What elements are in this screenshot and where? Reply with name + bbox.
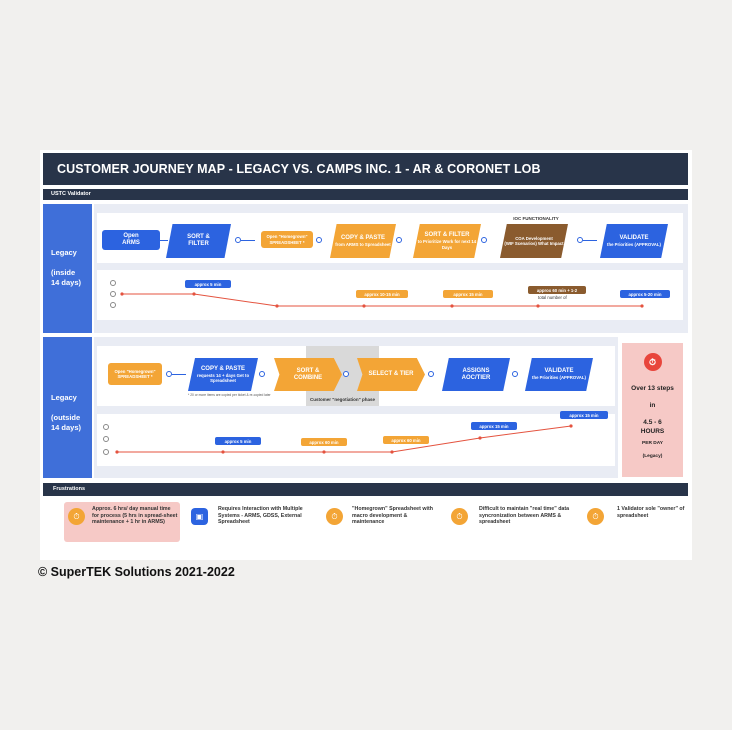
timeline-row-outside — [97, 414, 615, 466]
validator-bar: USTC Validator — [43, 189, 688, 200]
flow-node — [166, 371, 172, 377]
flow-node — [481, 237, 487, 243]
frustration-text: Requires Interaction with Multiple Syste… — [218, 506, 303, 525]
frustration-text: Difficult to maintain "real time" data s… — [479, 506, 570, 525]
emotion-line-inside — [120, 292, 644, 308]
sad-face-icon — [110, 302, 116, 308]
copy-paste-note: * 20 or more items are copied per ticket… — [188, 393, 271, 397]
time-badge: approx 5-20 min — [620, 290, 670, 298]
frustrations-bar: Frustrations — [43, 483, 688, 496]
frustration-text: "Homegrown" Spreadsheet with macro devel… — [352, 506, 433, 525]
time-note: total number of — [538, 295, 567, 300]
negotiation-label: Customer "negotiation" phase — [309, 397, 376, 402]
time-badge: approx 10-15 min — [356, 290, 408, 298]
system-icon: ▣ — [191, 508, 208, 525]
summary-steps: Over 13 steps — [631, 385, 674, 392]
step-sort-combine: SORT &COMBINE — [274, 358, 342, 391]
flow-node — [235, 237, 241, 243]
flow-node — [316, 237, 322, 243]
time-badge: approx 5 min — [185, 280, 231, 288]
stopwatch-icon: ⏱ — [451, 508, 468, 525]
frustration-highlight — [64, 502, 180, 542]
lane-label-outside: Legacy (outside 14 days) — [43, 337, 92, 478]
flow-node — [343, 371, 349, 377]
time-badge: approx 60 min + 1-2 — [528, 286, 586, 294]
flow-node — [512, 371, 518, 377]
emotion-line-outside — [115, 424, 573, 454]
flow-arrow — [160, 240, 168, 241]
time-badge: approx 15 min — [471, 422, 517, 430]
summary-box: ⏱ Over 13 steps in 4.5 - 6 HOURS PER DAY… — [622, 343, 683, 477]
neutral-face-icon — [103, 436, 109, 442]
summary-legacy: (Legacy) — [642, 454, 663, 459]
step-sort-filter: SORT &FILTER — [166, 224, 231, 258]
copyright: © SuperTEK Solutions 2021-2022 — [38, 565, 235, 579]
time-badge: approx 5 min — [215, 437, 261, 445]
neutral-face-icon — [110, 291, 116, 297]
flow-arrow — [583, 240, 597, 241]
step-open-homegrown: Open "Homegrown"SPREADSHEET * — [261, 231, 313, 248]
stopwatch-icon: ⏱ — [326, 508, 343, 525]
summary-in: in — [649, 402, 656, 409]
happy-face-icon — [110, 280, 116, 286]
lane-label-inside: Legacy (inside 14 days) — [43, 204, 92, 333]
time-badge: approx 15 min — [443, 290, 493, 298]
flow-node — [577, 237, 583, 243]
ioc-label: IOC FUNCTIONALITY — [513, 216, 559, 221]
time-badge: approx 60 min — [383, 436, 429, 444]
stopwatch-icon: ⏱ — [68, 508, 85, 525]
step-coa-development: COA Development(WIF Scenarios) What Impa… — [500, 224, 568, 258]
summary-hours-range: 4.5 - 6 — [643, 419, 662, 426]
flow-node — [259, 371, 265, 377]
happy-face-icon — [103, 424, 109, 430]
step-select-tier: SELECT & TIER — [357, 358, 425, 391]
page-title: CUSTOMER JOURNEY MAP - LEGACY VS. CAMPS … — [43, 153, 688, 185]
frustration-text: Approx. 6 hrs/ day manual time for proce… — [92, 506, 178, 525]
summary-hours: HOURS — [640, 428, 665, 435]
stopwatch-icon: ⏱ — [643, 353, 662, 371]
time-badge: approx 60 min — [301, 438, 347, 446]
stopwatch-icon: ⏱ — [587, 508, 604, 525]
step-open-homegrown-2: Open "Homegrown"SPREADSHEET * — [108, 363, 162, 385]
frustration-text: 1 Validator sole "owner" of spreadsheet — [617, 506, 685, 519]
summary-per-day: PER DAY — [642, 441, 663, 446]
flow-node — [428, 371, 434, 377]
flow-node — [396, 237, 402, 243]
flow-arrow — [172, 374, 186, 375]
flow-arrow — [241, 240, 255, 241]
time-badge: approx 15 min — [560, 411, 608, 419]
sad-face-icon — [103, 449, 109, 455]
